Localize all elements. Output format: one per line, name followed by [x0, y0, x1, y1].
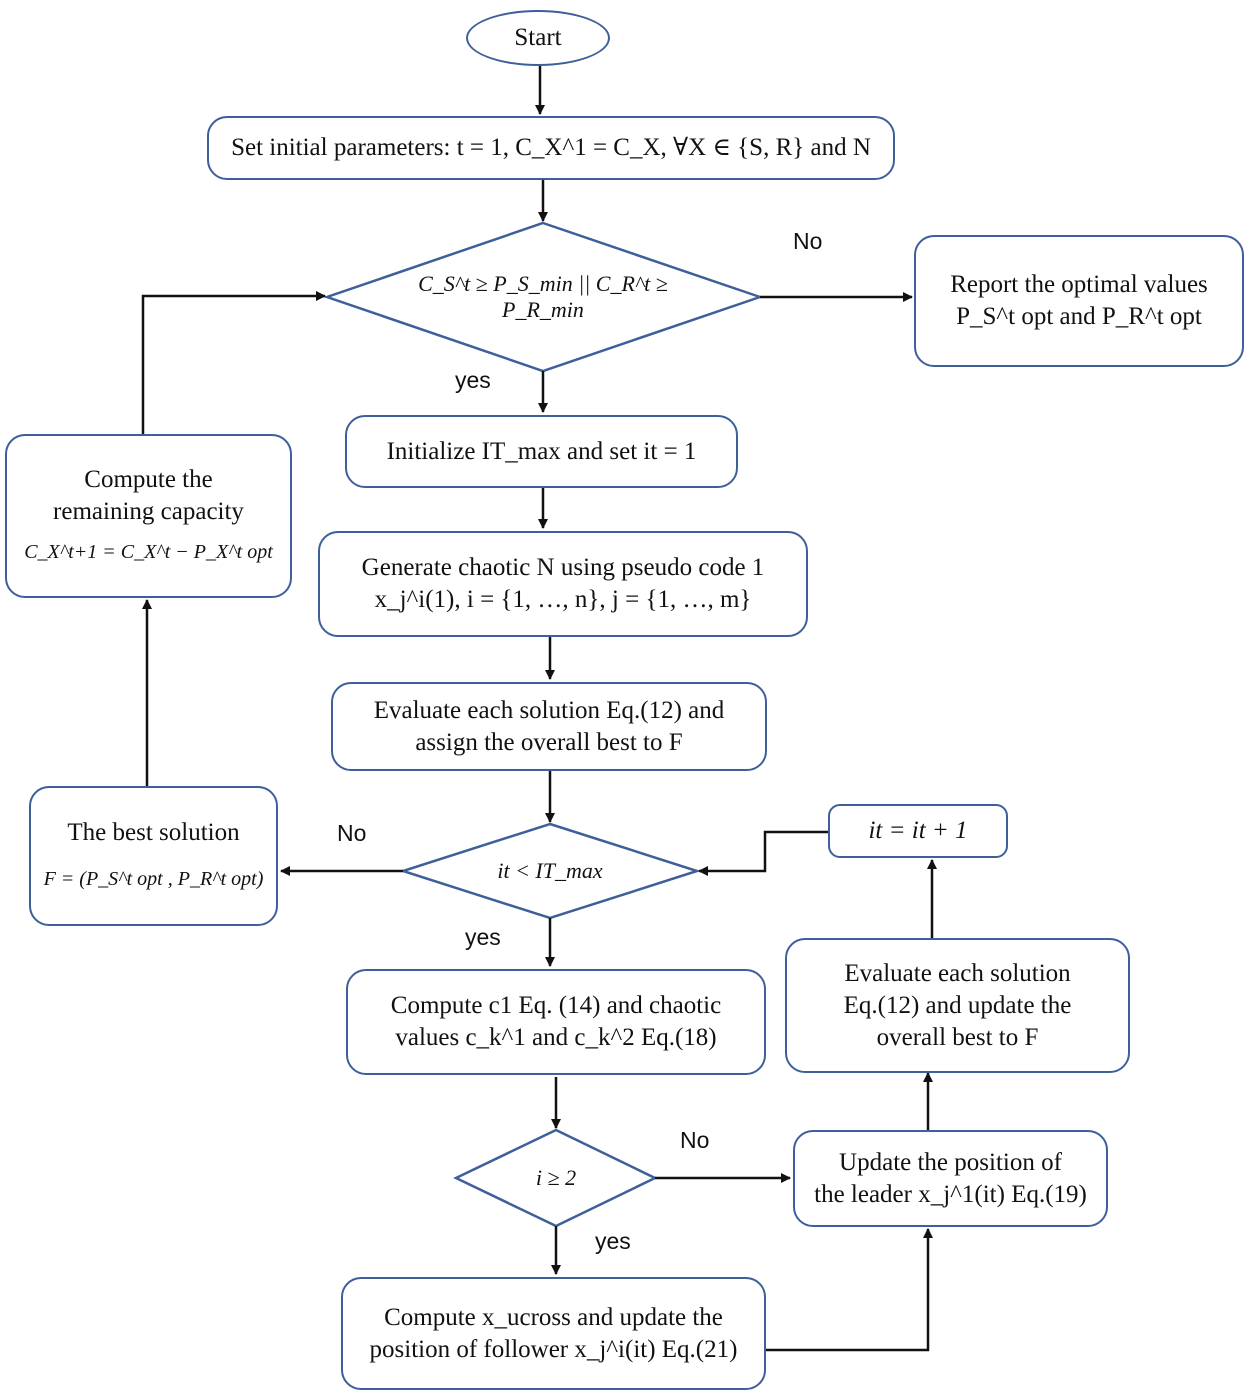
evaluate-line2: assign the overall best to F [415, 728, 683, 756]
compute-c1-line1: Compute c1 Eq. (14) and chaotic [390, 992, 722, 1019]
iteration-decision-label: it < IT_max [497, 858, 603, 883]
init-params-node: Set initial parameters: t = 1, C_X^1 = C… [207, 116, 895, 180]
report-line1: Report the optimal values [950, 271, 1208, 298]
evaluate-update-line2: Eq.(12) and update the [843, 991, 1072, 1019]
leader-line2: the leader x_j^1(it) Eq.(19) [814, 1180, 1087, 1208]
evaluate-node: Evaluate each solution Eq.(12) and assig… [331, 682, 767, 771]
arrow-remaining-to-capacity [141, 291, 326, 434]
evaluate-update-node: Evaluate each solution Eq.(12) and updat… [785, 938, 1130, 1073]
edge-label-yes-it: yes [465, 924, 501, 950]
report-line2: P_S^t opt and P_R^t opt [956, 303, 1202, 330]
generate-node: Generate chaotic N using pseudo code 1 x… [318, 531, 808, 637]
index-decision-label: i ≥ 2 [535, 1165, 577, 1190]
generate-line2: x_j^i(1), i = {1, …, n}, j = {1, …, m} [374, 586, 752, 613]
remaining-line3: C_X^t+1 = C_X^t − P_X^t opt [24, 541, 273, 563]
report-node: Report the optimal values P_S^t opt and … [914, 235, 1244, 367]
increment-label: it = it + 1 [868, 817, 968, 844]
compute-c1-line2: values c_k^1 and c_k^2 Eq.(18) [395, 1024, 717, 1051]
start-label: Start [514, 24, 562, 51]
compute-xucross-node: Compute x_ucross and update the position… [341, 1277, 766, 1390]
capacity-decision-label: C_S^t ≥ P_S_min || C_R^t ≥ P_R_min [418, 271, 668, 322]
edge-label-no-it: No [337, 820, 367, 846]
best-solution-node: The best solution F = (P_S^t opt , P_R^t… [29, 786, 278, 926]
xucross-line2: position of follower x_j^i(it) Eq.(21) [369, 1335, 738, 1363]
arrow-xucross-to-leader [766, 1228, 933, 1352]
compute-remaining-node: Compute the remaining capacity C_X^t+1 =… [5, 434, 292, 598]
update-leader-node: Update the position of the leader x_j^1(… [793, 1130, 1108, 1227]
init-params-label: Set initial parameters: t = 1, C_X^1 = C… [231, 134, 871, 161]
edge-label-no-i: No [680, 1127, 710, 1153]
compute-c1-node: Compute c1 Eq. (14) and chaotic values c… [346, 969, 766, 1075]
best-line1: The best solution [67, 819, 240, 846]
init-it-node: Initialize IT_max and set it = 1 [345, 415, 738, 488]
increment-node: it = it + 1 [828, 804, 1008, 858]
edge-label-yes-i: yes [595, 1228, 631, 1254]
evaluate-line1: Evaluate each solution Eq.(12) and [373, 696, 725, 724]
edge-label-yes-capacity: yes [455, 367, 491, 393]
generate-line1: Generate chaotic N using pseudo code 1 [361, 554, 765, 581]
edge-label-no-capacity: No [793, 228, 823, 254]
leader-line1: Update the position of [839, 1148, 1062, 1176]
best-line2: F = (P_S^t opt , P_R^t opt) [43, 868, 264, 890]
evaluate-update-line1: Evaluate each solution [844, 959, 1071, 987]
xucross-line1: Compute x_ucross and update the [384, 1303, 723, 1331]
arrow-increment-to-itdecision [698, 830, 828, 876]
remaining-line1: Compute the [84, 466, 213, 493]
start-node: Start [466, 10, 610, 66]
remaining-line2: remaining capacity [53, 498, 244, 525]
init-it-label: Initialize IT_max and set it = 1 [386, 437, 697, 465]
evaluate-update-line3: overall best to F [876, 1023, 1039, 1051]
